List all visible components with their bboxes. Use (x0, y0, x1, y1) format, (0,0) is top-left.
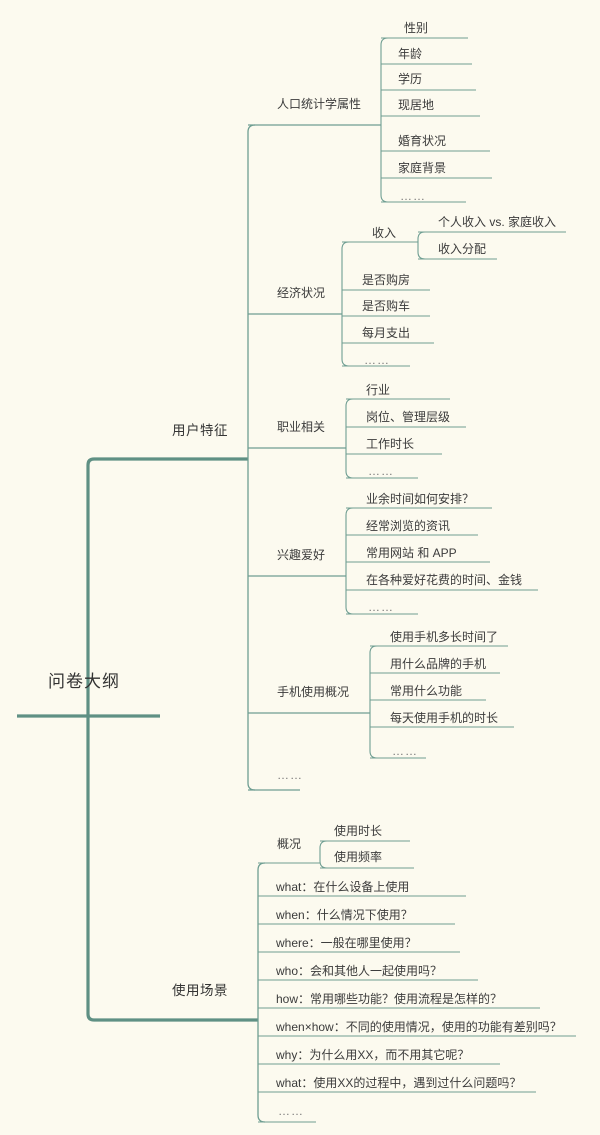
node-phone-duration-owned[interactable]: 使用手机多长时间了 (390, 630, 499, 644)
node-phone-daily-time[interactable]: 每天使用手机的时长 (390, 711, 499, 725)
node-how-features-flow[interactable]: how：常用哪些功能？使用流程是怎样的？ (276, 992, 503, 1006)
node-occupation-more[interactable]: …… (368, 464, 394, 478)
node-gender[interactable]: 性别 (404, 21, 429, 35)
node-income[interactable]: 收入 (372, 226, 397, 240)
node-when-x-how[interactable]: when×how：不同的使用情况，使用的功能有差别吗？ (276, 1020, 562, 1034)
node-industry[interactable]: 行业 (366, 383, 391, 397)
node-phone-usage[interactable]: 手机使用概况 (277, 685, 350, 699)
node-personal-vs-family-income[interactable]: 个人收入 vs. 家庭收入 (438, 215, 557, 229)
node-common-sites-apps[interactable]: 常用网站 和 APP (366, 546, 457, 560)
node-education[interactable]: 学历 (398, 72, 423, 86)
node-hobbies[interactable]: 兴趣爱好 (277, 548, 326, 562)
node-family-background[interactable]: 家庭背景 (398, 161, 447, 175)
node-where-location[interactable]: where：一般在哪里使用？ (276, 936, 417, 950)
node-age[interactable]: 年龄 (398, 47, 423, 61)
node-owns-house[interactable]: 是否购房 (362, 273, 411, 287)
node-demographics[interactable]: 人口统计学属性 (277, 97, 362, 111)
node-economic-status[interactable]: 经济状况 (277, 286, 326, 300)
node-branch-user-traits[interactable]: 用户特征 (172, 423, 228, 438)
node-owns-car[interactable]: 是否购车 (362, 299, 411, 313)
node-what-problems[interactable]: what：使用XX的过程中，遇到过什么问题吗？ (276, 1076, 522, 1090)
node-hobbies-more[interactable]: …… (368, 600, 394, 614)
node-why-choose[interactable]: why：为什么用XX，而不用其它呢？ (276, 1048, 470, 1062)
node-phone-brand[interactable]: 用什么品牌的手机 (390, 657, 487, 671)
node-user-traits-more[interactable]: …… (277, 768, 303, 782)
node-what-device[interactable]: what：在什么设备上使用 (276, 880, 410, 894)
node-work-hours[interactable]: 工作时长 (366, 437, 415, 451)
node-position-level[interactable]: 岗位、管理层级 (366, 410, 451, 424)
node-monthly-expense[interactable]: 每月支出 (362, 326, 411, 340)
node-occupation[interactable]: 职业相关 (277, 420, 326, 434)
node-when-situation[interactable]: when：什么情况下使用？ (276, 908, 413, 922)
node-usage-duration[interactable]: 使用时长 (334, 824, 383, 838)
node-root[interactable]: 问卷大纲 (48, 672, 120, 691)
node-usage-frequency[interactable]: 使用频率 (334, 850, 383, 864)
node-marital-status[interactable]: 婚育状况 (398, 134, 447, 148)
node-residence[interactable]: 现居地 (398, 98, 435, 112)
node-hobby-time-money[interactable]: 在各种爱好花费的时间、金钱 (366, 573, 523, 587)
node-who-together[interactable]: who：会和其他人一起使用吗？ (276, 964, 443, 978)
node-overview[interactable]: 概况 (277, 837, 302, 851)
node-browsed-info[interactable]: 经常浏览的资讯 (366, 519, 451, 533)
node-income-allocation[interactable]: 收入分配 (438, 242, 487, 256)
node-economic-more[interactable]: …… (364, 353, 390, 367)
node-usage-scenario-more[interactable]: …… (278, 1104, 304, 1118)
node-branch-usage-scenario[interactable]: 使用场景 (172, 983, 228, 998)
node-phone-more[interactable]: …… (392, 744, 418, 758)
node-demographics-more[interactable]: …… (400, 189, 426, 203)
node-phone-common-features[interactable]: 常用什么功能 (390, 684, 463, 698)
node-leisure-arrangement[interactable]: 业余时间如何安排？ (366, 492, 475, 506)
